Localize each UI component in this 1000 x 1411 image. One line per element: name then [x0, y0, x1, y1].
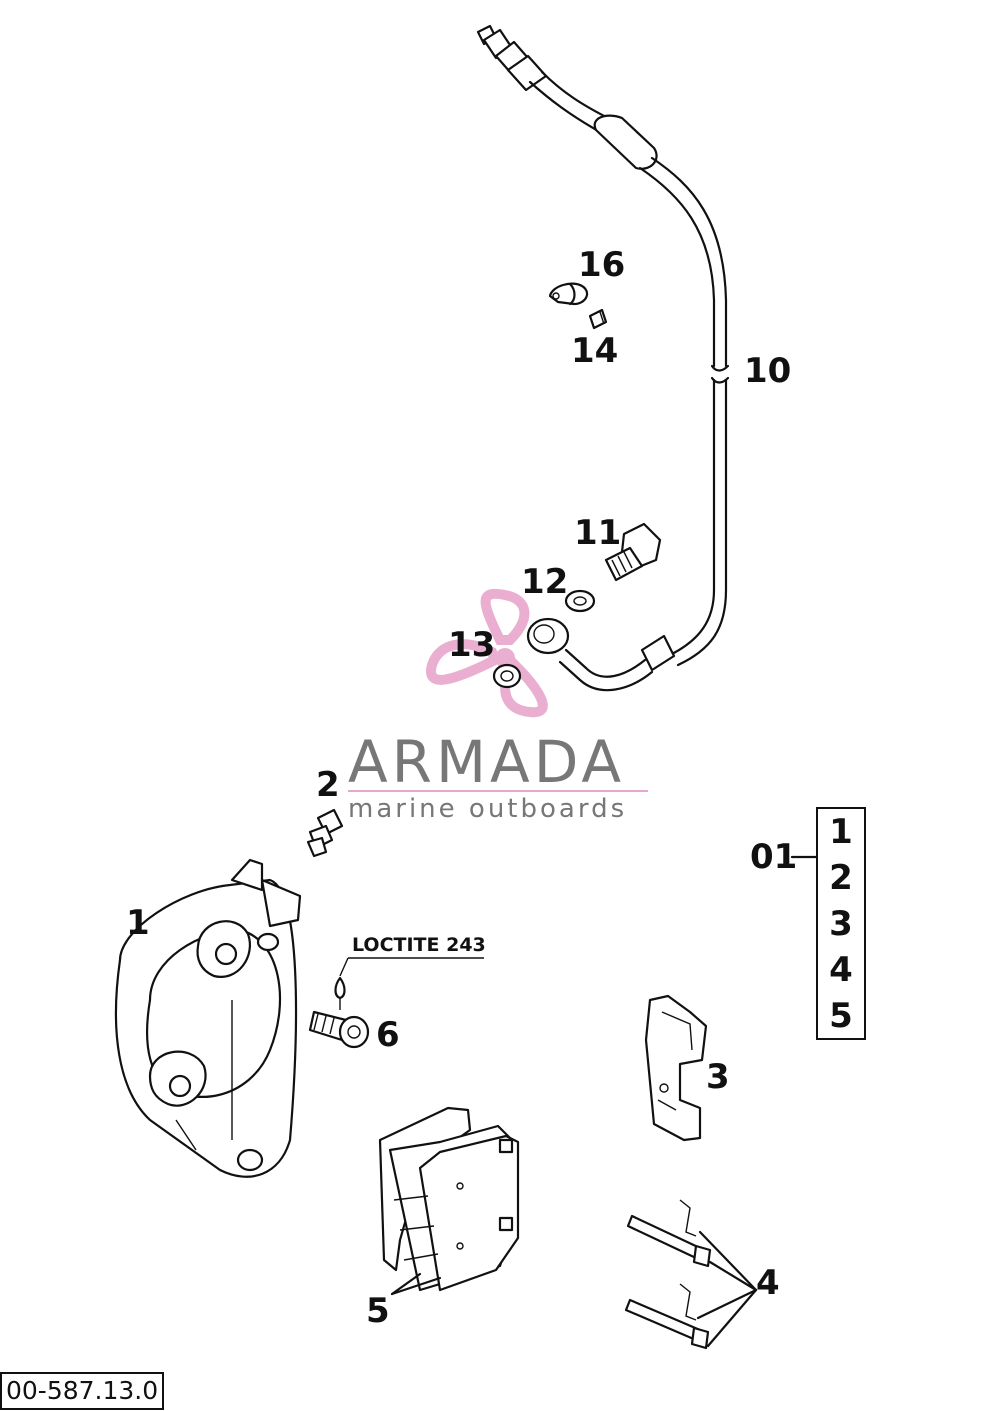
callout-13: 13 [448, 625, 496, 665]
kit-item: 1 [829, 812, 853, 852]
banjo-bolt-part-11 [604, 522, 662, 582]
callout-5: 5 [366, 1291, 390, 1331]
bleeder-valve-part-2 [306, 808, 344, 858]
screw-part-14 [588, 308, 608, 330]
caliper-bolt-part-6 [308, 976, 370, 1049]
callout-11: 11 [574, 513, 622, 553]
washer-part-12 [564, 589, 596, 613]
callout-10: 10 [744, 351, 792, 391]
watermark-propeller-icon [426, 588, 548, 718]
callout-4: 4 [756, 1263, 780, 1303]
callout-6: 6 [376, 1015, 400, 1055]
watermark-name: ARMADA [348, 728, 626, 796]
kit-item: 2 [829, 858, 853, 898]
callout-12: 12 [521, 562, 569, 602]
kit-item: 3 [829, 904, 853, 944]
brake-caliper-part-1 [114, 858, 302, 1178]
callout-2: 2 [316, 765, 340, 805]
pad-spring-part-3 [644, 994, 708, 1142]
watermark-divider [348, 790, 648, 792]
kit-item: 4 [829, 950, 853, 990]
callout-3: 3 [706, 1057, 730, 1097]
callout-01: 01 [750, 837, 798, 877]
kit-contents-box: 1 2 3 4 5 [816, 807, 866, 1040]
kit-item: 5 [829, 996, 853, 1036]
brake-pads-part-5 [378, 1106, 520, 1296]
brake-line-part-10 [476, 24, 730, 692]
watermark-tagline: marine outboards [348, 794, 628, 824]
callout-14: 14 [571, 331, 619, 371]
clamp-part-16 [548, 282, 589, 306]
callout-16: 16 [578, 245, 626, 285]
washer-part-13 [492, 663, 522, 689]
loctite-note: LOCTITE 243 [352, 934, 486, 956]
callout-1: 1 [126, 903, 150, 943]
pad-pins-part-4 [624, 1199, 758, 1350]
loctite-leader [339, 957, 484, 977]
drawing-number: 00-587.13.0 [0, 1372, 165, 1410]
